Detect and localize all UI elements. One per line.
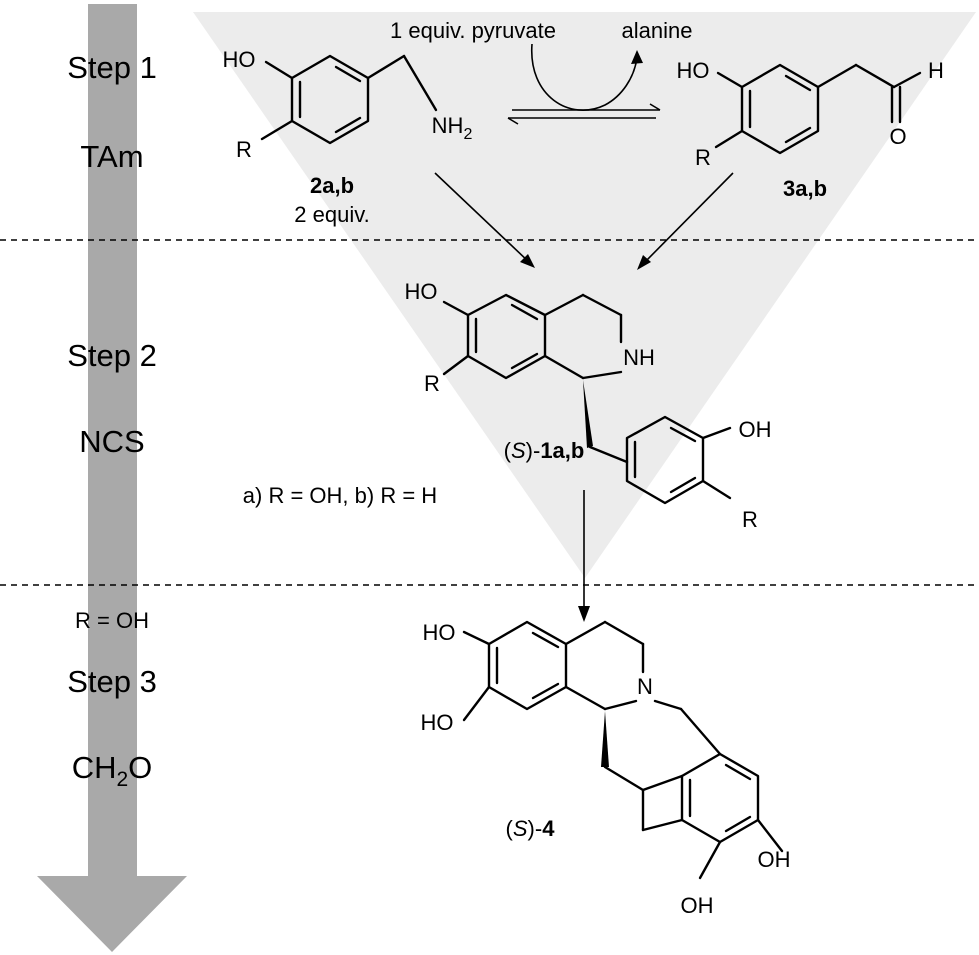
compound-4-ho-bottom: HO xyxy=(421,710,454,735)
compound-3-r: R xyxy=(695,145,711,170)
compound-4-wedge-bond xyxy=(601,711,609,767)
compound-2-nh2: NH2 xyxy=(432,113,473,143)
step2-reagent: NCS xyxy=(79,424,144,459)
compound-3-o: O xyxy=(889,124,906,149)
step3-label: Step 3 xyxy=(67,664,157,699)
pyruvate-label: 1 equiv. pyruvate xyxy=(390,18,556,43)
cofactor-curved-arrow xyxy=(531,43,638,111)
arrow-3-to-1 xyxy=(641,172,734,266)
arrow-1-to-4-head xyxy=(578,606,590,622)
compound-4-oh-bottom: OH xyxy=(681,893,714,918)
step3-condition: R = OH xyxy=(75,608,149,633)
compound-1-r: R xyxy=(424,371,440,396)
step3-reagent: CH2O xyxy=(72,750,153,791)
compound-4-label: (S)-4 xyxy=(506,816,556,841)
compound-1-wedge-bond xyxy=(583,380,593,448)
step2-label: Step 2 xyxy=(67,338,157,373)
compound-4-ho-top: HO xyxy=(423,620,456,645)
r-group-definition: a) R = OH, b) R = H xyxy=(243,483,437,508)
compound-4-structure: HO HO N OH OH xyxy=(421,620,791,918)
compound-1-nh: NH xyxy=(623,345,655,370)
compound-3-label: 3a,b xyxy=(783,176,827,201)
compound-1-structure: HO R NH OH R xyxy=(405,279,772,532)
compound-1-label: (S)-1a,b xyxy=(504,438,585,463)
arrow-3-to-1-head xyxy=(637,255,651,270)
compound-3-ho: HO xyxy=(677,58,710,83)
compound-2-ho: HO xyxy=(223,47,256,72)
compound-3-structure: HO R H O xyxy=(677,58,944,170)
compound-2-structure: HO R NH2 xyxy=(223,47,473,162)
compound-2-r: R xyxy=(236,137,252,162)
alanine-label: alanine xyxy=(622,18,693,43)
arrow-2-to-1-head xyxy=(520,254,535,268)
compound-1-ho: HO xyxy=(405,279,438,304)
compound-2-note: 2 equiv. xyxy=(294,202,369,227)
step1-label: Step 1 xyxy=(67,50,157,85)
compound-1-r2: R xyxy=(742,507,758,532)
compound-4-n: N xyxy=(637,674,653,699)
arrow-2-to-1 xyxy=(434,172,531,264)
compound-1-oh: OH xyxy=(739,417,772,442)
compound-3-h: H xyxy=(928,58,944,83)
compound-4-oh-right: OH xyxy=(758,847,791,872)
process-arrow xyxy=(37,4,187,952)
cofactor-arrowhead xyxy=(631,50,643,64)
compound-2-label: 2a,b xyxy=(310,173,354,198)
step1-reagent: TAm xyxy=(80,139,143,174)
